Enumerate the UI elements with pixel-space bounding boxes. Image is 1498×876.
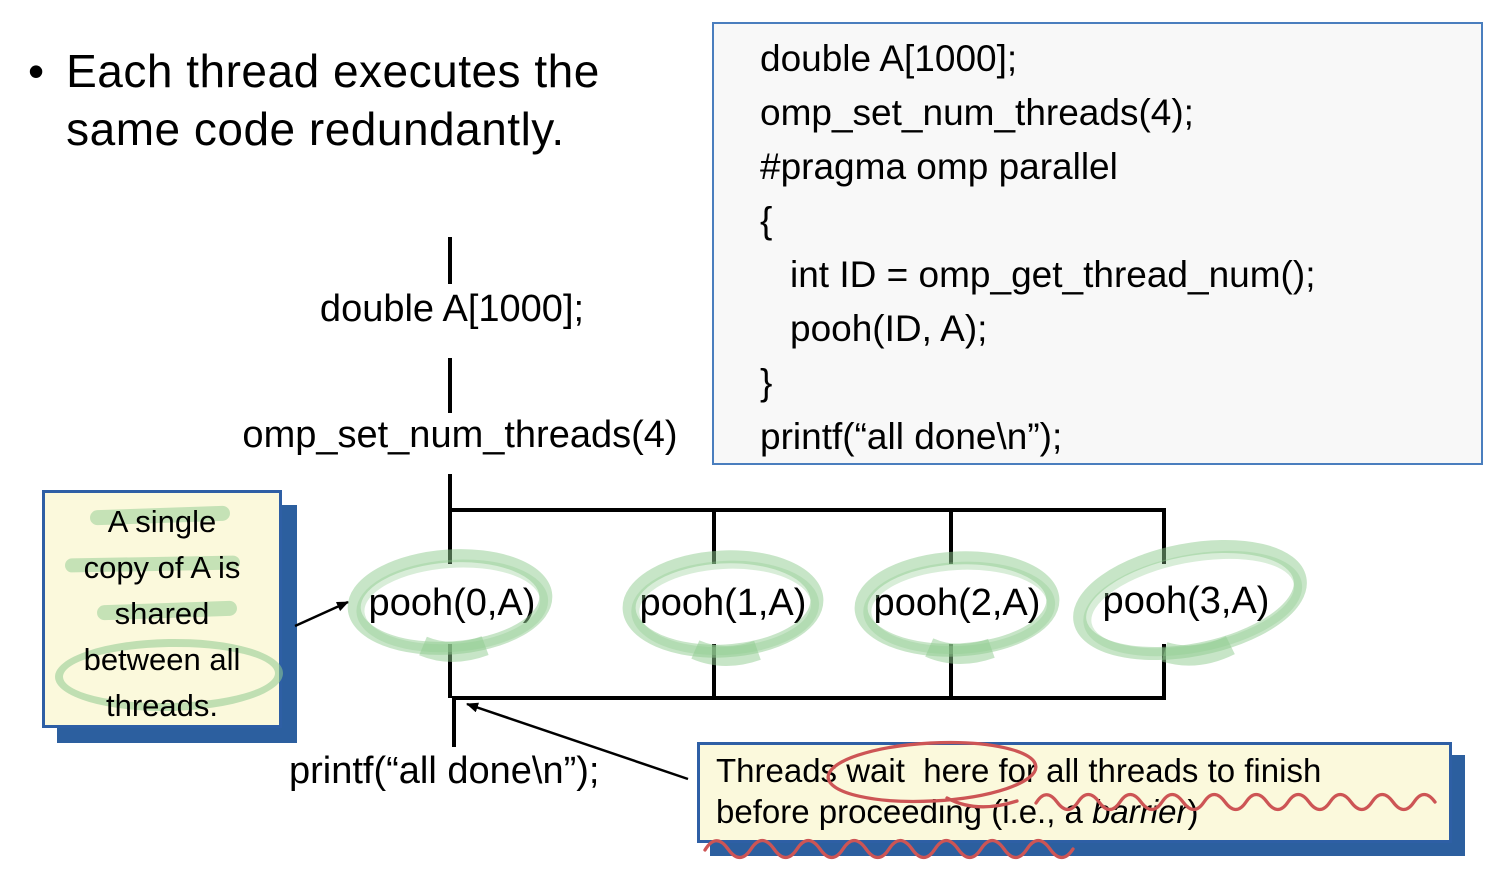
thread3-label: pooh(3,A)	[1102, 580, 1270, 622]
bullet-point: • Each thread executes the same code red…	[28, 42, 600, 158]
fork-bar	[448, 508, 1166, 512]
shared-copy-note: A single copy of A is shared between all…	[42, 490, 284, 728]
serial-line-segment-top	[448, 237, 452, 284]
thread1-label: pooh(1,A)	[639, 582, 807, 624]
thread2-line-top	[949, 512, 953, 564]
serial-line-segment-mid	[448, 358, 452, 413]
thread0-line-top	[448, 512, 452, 564]
barrier-italic-word: barrier	[1092, 793, 1188, 830]
thread0-line-bottom	[448, 644, 452, 698]
headline-text: Each thread executes the same code redun…	[66, 45, 600, 155]
note-pointer-arrow	[294, 600, 349, 628]
barrier-note-line2: before proceeding (i.e., a barrier)	[716, 793, 1199, 830]
shared-copy-note-text: A single copy of A is shared between all…	[83, 504, 241, 723]
set-threads-label: omp_set_num_threads(4)	[242, 414, 678, 456]
code-line: {	[760, 200, 773, 241]
barrier-note-line1: Threads wait here for all threads to fin…	[716, 752, 1322, 789]
thread3-line-top	[1162, 512, 1166, 564]
code-line: printf(“all done\n”);	[760, 416, 1063, 457]
declare-label: double A[1000];	[319, 288, 585, 330]
thread1-line-top	[712, 512, 716, 564]
join-bar	[452, 696, 1166, 700]
code-line: int ID = omp_get_thread_num();	[790, 254, 1316, 295]
code-line: }	[760, 362, 773, 403]
thread1-line-bottom	[712, 644, 716, 698]
code-line: #pragma omp parallel	[760, 146, 1118, 187]
code-line: omp_set_num_threads(4);	[760, 92, 1194, 133]
code-line: double A[1000];	[760, 38, 1018, 79]
bullet-marker: •	[28, 45, 45, 97]
red-squiggle-annotation-bottom	[703, 838, 1075, 860]
thread2-label: pooh(2,A)	[873, 582, 1041, 624]
thread2-line-bottom	[949, 644, 953, 698]
barrier-note: Threads wait here for all threads to fin…	[697, 742, 1452, 843]
thread0-label: pooh(0,A)	[368, 582, 536, 624]
printf-label: printf(“all done\n”);	[289, 750, 600, 792]
serial-line-segment-fork	[448, 474, 452, 512]
thread3-line-bottom	[1162, 644, 1166, 698]
serial-line-segment-exit	[452, 700, 456, 747]
code-box: double A[1000]; omp_set_num_threads(4); …	[712, 22, 1483, 465]
code-line: pooh(ID, A);	[790, 308, 988, 349]
